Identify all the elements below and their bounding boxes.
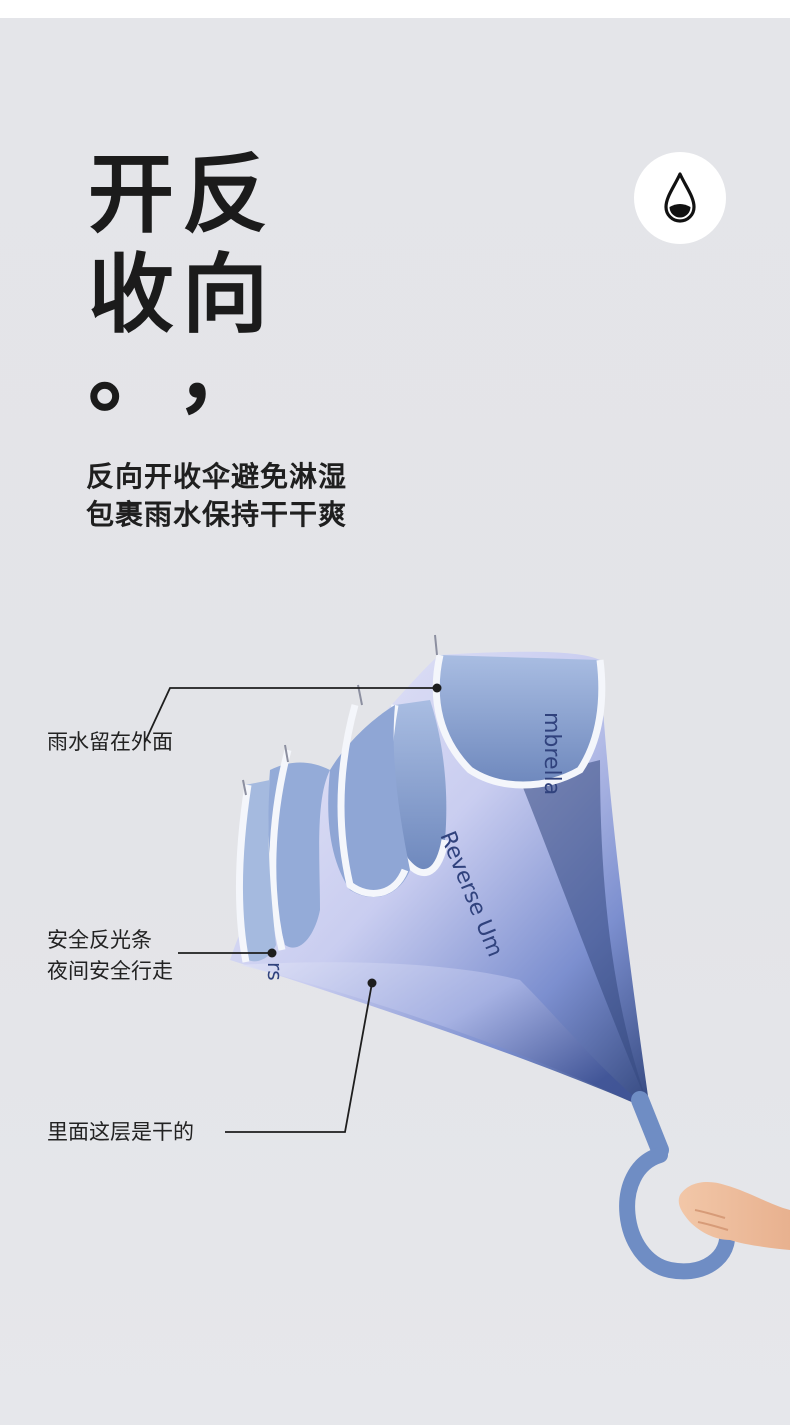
- headline-punct: ，: [176, 325, 262, 425]
- canopy-fold-5: [240, 780, 276, 962]
- callout-rain-outside: 雨水留在外面: [47, 727, 173, 758]
- canopy-fold-3-strip: [337, 704, 409, 897]
- headline-char: 反: [182, 145, 268, 245]
- callout-dot-rain-outside: [432, 683, 442, 693]
- subtitle: 反向开收伞避免淋湿 包裹雨水保持干干爽: [86, 458, 347, 534]
- subtitle-line-2: 包裹雨水保持干干爽: [86, 498, 348, 531]
- callout-text: 夜间安全行走: [47, 959, 173, 983]
- canopy-fold-4: [268, 762, 330, 948]
- headline-char: 收: [88, 245, 174, 345]
- headline-char: 开: [88, 145, 174, 245]
- headline-row-3: 。 ，: [88, 332, 288, 418]
- callout-line-rain-outside: [144, 687, 437, 743]
- canopy-fold-4-strip: [269, 749, 292, 951]
- headline-punct: 。: [88, 325, 174, 425]
- canopy-fold-1: [436, 655, 602, 785]
- canopy-lower-panel: [240, 962, 650, 1110]
- umbrella-handle: [619, 1147, 736, 1280]
- umbrella-shaft: [631, 1091, 669, 1159]
- canopy-body: [230, 651, 650, 1110]
- canopy-fold-5-strip: [235, 784, 252, 963]
- headline-row-1: 开 反: [88, 145, 288, 245]
- canopy-print-low: rs: [263, 962, 287, 981]
- canopy-fold-2-strip: [384, 704, 449, 876]
- canopy-fold-3: [328, 705, 410, 898]
- water-drop-icon: [664, 172, 696, 223]
- hand-fingers: [694, 1209, 729, 1231]
- canopy-fold-1-strip: [432, 654, 606, 789]
- subtitle-line-1: 反向开收伞避免淋湿: [86, 460, 348, 493]
- top-white-strip: [0, 0, 790, 18]
- headline-row-2: 收 向: [88, 245, 288, 345]
- callout-text: 安全反光条: [47, 928, 152, 952]
- callout-line-inner-dry: [225, 982, 373, 1133]
- callout-text: 雨水留在外面: [47, 730, 173, 754]
- headline-char: 向: [182, 245, 268, 345]
- callout-dot-inner-dry: [367, 978, 377, 988]
- callout-reflective-strip: 安全反光条 夜间安全行走: [47, 925, 173, 987]
- rib-tips: [242, 634, 438, 796]
- canopy-fold-2: [388, 700, 447, 873]
- hand: [678, 1182, 790, 1250]
- callout-inner-dry: 里面这层是干的: [47, 1117, 194, 1148]
- canopy-print-top: mbrella: [539, 712, 564, 795]
- callout-text: 里面这层是干的: [47, 1120, 194, 1144]
- canopy-right-panel: [520, 760, 650, 1110]
- headline: 开 反 收 向 。 ，: [88, 145, 288, 418]
- callout-dot-reflective: [267, 948, 277, 958]
- water-drop-badge: [634, 152, 726, 244]
- canopy-print-mid: Reverse Um: [434, 828, 507, 961]
